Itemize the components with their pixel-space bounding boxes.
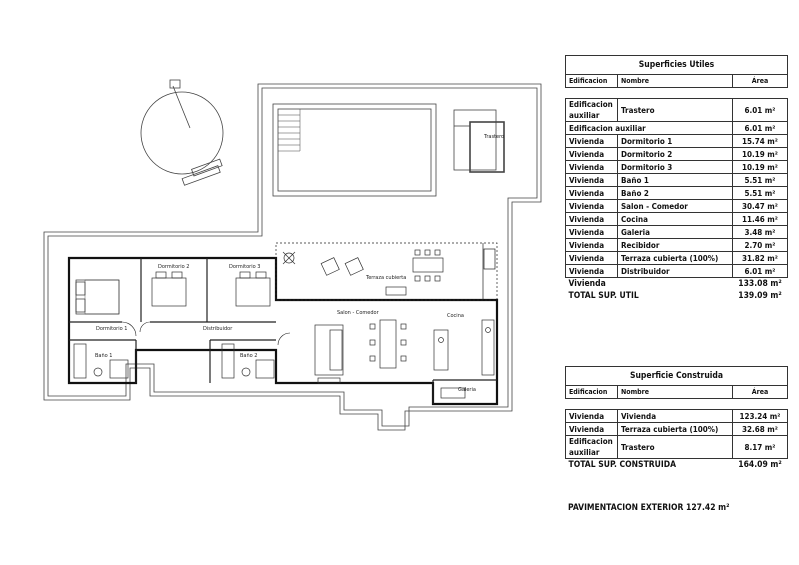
room-label-galeria: Galeria bbox=[458, 387, 476, 393]
header-area: Área bbox=[732, 74, 788, 88]
superficie-construida-table: Superficie Construida Edificacion Nombre… bbox=[565, 366, 788, 471]
total-row: TOTAL SUP. CONSTRUIDA 164.09 m² bbox=[568, 459, 782, 470]
header-nombre: Nombre bbox=[617, 74, 733, 88]
room-label-dormitorio-1: Dormitorio 1 bbox=[96, 326, 127, 332]
header-edificacion: Edificacion bbox=[565, 74, 618, 88]
table-title: Superficies Utiles bbox=[565, 55, 788, 75]
room-label-bano-2: Baño 2 bbox=[240, 353, 258, 359]
table-row: Edificacion auxiliar Trastero 6.01 m² bbox=[565, 98, 788, 122]
header-edificacion: Edificacion bbox=[565, 385, 618, 399]
room-label-dormitorio-3: Dormitorio 3 bbox=[229, 264, 260, 270]
pavimentacion-exterior: PAVIMENTACION EXTERIOR 127.42 m² bbox=[568, 503, 730, 513]
floor-plan: Trastero Dormitorio 2 Dormitorio 3 Terra… bbox=[43, 79, 542, 431]
room-label-terraza: Terraza cubierta bbox=[365, 275, 406, 281]
subtotal-row: Edificacion auxiliar 6.01 m² bbox=[565, 121, 788, 135]
table-title: Superficie Construida bbox=[565, 366, 788, 386]
subtotal-row: Vivienda 133.08 m² bbox=[568, 278, 782, 289]
room-label-trastero: Trastero bbox=[483, 134, 504, 140]
total-row: TOTAL SUP. UTIL 139.09 m² bbox=[568, 290, 782, 301]
room-label-dormitorio-2: Dormitorio 2 bbox=[158, 264, 189, 270]
header-area: Área bbox=[732, 385, 788, 399]
room-label-bano-1: Baño 1 bbox=[95, 353, 113, 359]
room-label-salon: Salon - Comedor bbox=[337, 310, 380, 316]
room-label-distribuidor: Distribuidor bbox=[203, 326, 233, 332]
superficies-utiles-table: Superficies Utiles Edificacion Nombre Ár… bbox=[565, 55, 788, 302]
header-nombre: Nombre bbox=[617, 385, 733, 399]
room-label-cocina: Cocina bbox=[447, 313, 464, 319]
